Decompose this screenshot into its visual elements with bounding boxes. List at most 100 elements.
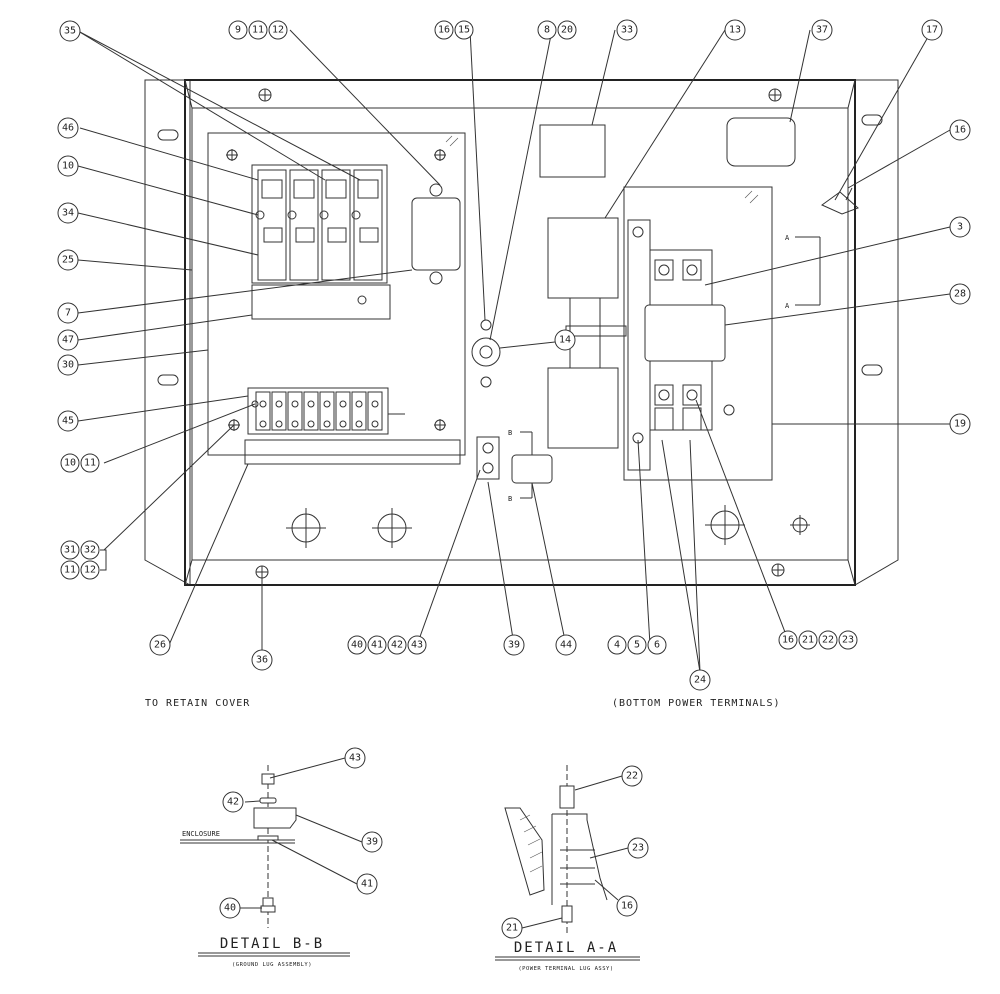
svg-text:12: 12 [272, 25, 284, 36]
balloon-32: 32 [80, 540, 100, 560]
balloon-10: 10 [57, 155, 79, 177]
balloon-13: 13 [724, 19, 746, 41]
svg-text:25: 25 [62, 255, 74, 266]
svg-text:37: 37 [816, 25, 828, 36]
balloon-5: 5 [627, 635, 647, 655]
svg-text:26: 26 [154, 640, 166, 651]
section-mark-a-top: A [785, 234, 790, 242]
balloon-15: 15 [454, 20, 474, 40]
detail-b-b: ENCLOSURE 43 42 39 41 40 DETAIL B-B (GRO… [180, 747, 383, 968]
balloon-36: 36 [251, 649, 273, 671]
balloon-22: 22 [818, 630, 838, 650]
svg-text:30: 30 [62, 360, 74, 371]
svg-text:21: 21 [802, 635, 814, 646]
detail-b-subtitle: (GROUND LUG ASSEMBLY) [232, 962, 312, 968]
balloon-41: 41 [367, 635, 387, 655]
svg-text:13: 13 [729, 25, 741, 36]
balloon-42: 42 [387, 635, 407, 655]
label-area-37 [726, 117, 796, 167]
balloon-28: 28 [949, 283, 971, 305]
detail-b-balloon-39: 39 [361, 831, 383, 853]
fuse-block-assembly [251, 164, 388, 284]
svg-text:47: 47 [62, 335, 74, 346]
svg-text:11: 11 [84, 458, 96, 469]
center-components: B B [471, 117, 796, 503]
svg-text:24: 24 [694, 675, 706, 686]
svg-text:10: 10 [64, 458, 76, 469]
svg-text:8: 8 [544, 25, 550, 36]
ground-lug-assembly [476, 436, 500, 480]
balloon-34: 34 [57, 202, 79, 224]
balloon-19: 19 [949, 413, 971, 435]
detail-b-balloon-43: 43 [344, 747, 366, 769]
svg-text:6: 6 [654, 640, 660, 651]
svg-text:42: 42 [391, 640, 403, 651]
balloon-8: 8 [537, 20, 557, 40]
balloon-44: 44 [555, 634, 577, 656]
balloon-45: 45 [57, 410, 79, 432]
detail-a-title: DETAIL A-A [514, 940, 618, 956]
detail-b-balloon-42: 42 [222, 791, 244, 813]
balloon-40: 40 [347, 635, 367, 655]
balloon-30: 30 [57, 354, 79, 376]
svg-text:22: 22 [822, 635, 834, 646]
detail-a-balloon-22: 22 [621, 765, 643, 787]
balloon-3: 3 [949, 216, 971, 238]
left-subpanel [207, 132, 466, 465]
detail-a-subtitle: (POWER TERMINAL LUG ASSY) [518, 966, 613, 972]
label-area-33 [539, 124, 606, 178]
svg-text:23: 23 [842, 635, 854, 646]
svg-text:46: 46 [62, 123, 74, 134]
balloon-23: 23 [838, 630, 858, 650]
svg-text:15: 15 [458, 25, 470, 36]
svg-text:44: 44 [560, 640, 572, 651]
label-plate [251, 284, 391, 320]
balloon-37: 37 [811, 19, 833, 41]
contactor [644, 304, 726, 362]
section-mark-a-bottom: A [785, 302, 790, 310]
relay-component [411, 183, 461, 285]
balloon-10: 10 [60, 453, 80, 473]
svg-text:20: 20 [561, 25, 573, 36]
balloon-21: 21 [798, 630, 818, 650]
balloon-7: 7 [57, 302, 79, 324]
grounding-component [511, 454, 553, 484]
detail-b-balloon-40: 40 [219, 897, 241, 919]
svg-text:5: 5 [634, 640, 640, 651]
balloon-26: 26 [149, 634, 171, 656]
retain-cover-note: TO RETAIN COVER [145, 698, 250, 709]
svg-text:11: 11 [64, 565, 76, 576]
balloon-12: 12 [268, 20, 288, 40]
detail-a-balloon-23: 23 [627, 837, 649, 859]
svg-text:35: 35 [64, 26, 76, 37]
svg-text:31: 31 [64, 545, 76, 556]
svg-text:39: 39 [366, 837, 378, 848]
svg-text:42: 42 [227, 797, 239, 808]
svg-text:14: 14 [559, 335, 571, 346]
balloon-35: 35 [59, 20, 81, 42]
bottom-power-terminals-note: (BOTTOM POWER TERMINALS) [612, 698, 781, 709]
detail-b-title: DETAIL B-B [220, 936, 324, 952]
svg-text:16: 16 [782, 635, 794, 646]
svg-text:40: 40 [351, 640, 363, 651]
balloon-31: 31 [60, 540, 80, 560]
balloon-14: 14 [554, 329, 576, 351]
balloon-11: 11 [60, 560, 80, 580]
svg-text:16: 16 [954, 125, 966, 136]
balloon-39: 39 [503, 634, 525, 656]
enclosure-label: ENCLOSURE [182, 830, 220, 838]
svg-text:43: 43 [349, 753, 361, 764]
balloon-11: 11 [80, 453, 100, 473]
balloon-20: 20 [557, 20, 577, 40]
svg-text:11: 11 [252, 25, 264, 36]
svg-text:17: 17 [926, 25, 938, 36]
balloon-43: 43 [407, 635, 427, 655]
svg-text:43: 43 [411, 640, 423, 651]
detail-a-balloon-21: 21 [501, 917, 523, 939]
balloon-17: 17 [921, 19, 943, 41]
svg-text:23: 23 [632, 843, 644, 854]
svg-text:28: 28 [954, 289, 966, 300]
balloon-4: 4 [607, 635, 627, 655]
svg-text:7: 7 [65, 308, 71, 319]
